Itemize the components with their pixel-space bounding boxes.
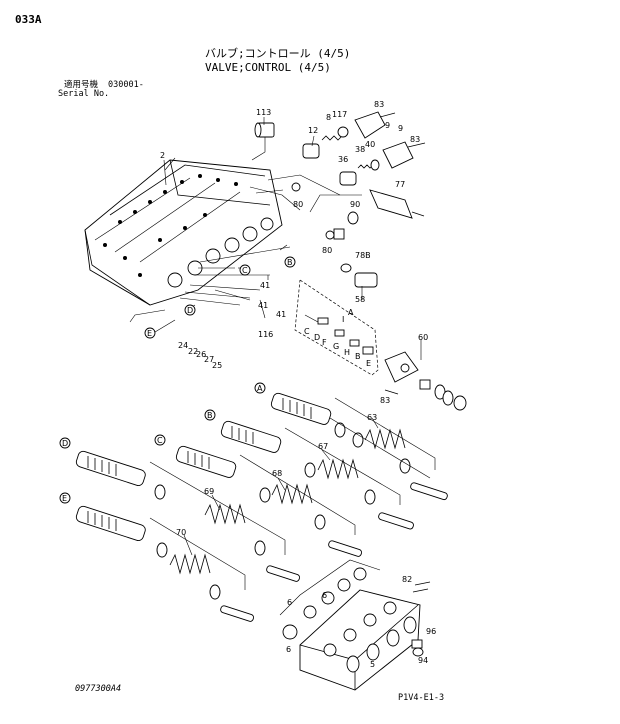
serial-from: 030001- [108, 80, 144, 90]
callout-label: C [242, 266, 248, 275]
part-label: 117 [332, 110, 347, 119]
part-label: 5 [370, 660, 375, 669]
part-label: 83 [410, 135, 420, 144]
callout-label: B [355, 352, 361, 361]
callout-label: I [342, 315, 344, 324]
part-label: 22 [188, 347, 198, 356]
part-label: 96 [426, 627, 436, 636]
part-label: 41 [276, 310, 286, 319]
serial-label: Serial No. [58, 89, 110, 99]
callout-label: D [314, 333, 320, 342]
part-label: 58 [355, 295, 365, 304]
part-label: 41 [260, 281, 270, 290]
callout-label: F [322, 338, 327, 347]
part-label: 8 [326, 113, 331, 122]
part-label: 113 [256, 108, 271, 117]
callout-label: C [157, 436, 163, 445]
part-label: 116 [258, 330, 273, 339]
part-label: 40 [365, 140, 375, 149]
footer-right-code: P1V4-E1-3 [398, 693, 445, 703]
cover-5 [279, 559, 431, 691]
part-label: 27 [204, 355, 214, 364]
callout-label: B [287, 258, 293, 267]
part-label: 77 [395, 180, 405, 189]
part-label: 6 [322, 591, 327, 600]
page-code: 033A [15, 13, 42, 26]
valve-body-2 [84, 157, 283, 306]
part-label: 83 [374, 100, 384, 109]
part-label: 80 [293, 200, 303, 209]
part-label: 6 [286, 645, 291, 654]
part-label: 26 [196, 350, 206, 359]
part-label: 12 [308, 126, 318, 135]
callout-label: E [147, 329, 152, 338]
part-label: 25 [212, 361, 222, 370]
callout-label: A [257, 384, 263, 393]
part-label: 6 [287, 598, 292, 607]
callout-label: E [366, 359, 371, 368]
part-label: 69 [204, 487, 214, 496]
part-label: 9 [398, 124, 403, 133]
part-label: 36 [338, 155, 348, 164]
part-label: 24 [178, 341, 188, 350]
callout-label: G [333, 342, 339, 351]
part-label: 41 [258, 301, 268, 310]
callout-label: E [62, 494, 67, 503]
callout-label: D [187, 306, 193, 315]
part-label: 78B [355, 251, 371, 260]
part-label: 63 [367, 413, 377, 422]
callout-label: B [207, 411, 213, 420]
part-label: 82 [402, 575, 412, 584]
callout-label: A [348, 308, 354, 317]
callout-label: C [304, 327, 310, 336]
footer-left-code: 0977300A4 [75, 684, 122, 694]
part-label: 70 [176, 528, 186, 537]
part-label: 38 [355, 145, 365, 154]
part-label: 83 [380, 396, 390, 405]
part-label: 2 [160, 151, 165, 160]
part-label: 90 [350, 200, 360, 209]
part-label: 67 [318, 442, 328, 451]
part-label: 68 [272, 469, 282, 478]
applicable-label: 適用号機 [64, 80, 99, 90]
part-label: 9 [385, 121, 390, 130]
title-japanese: バルブ;コントロール (4/5) [205, 47, 351, 60]
part-label: 94 [418, 656, 428, 665]
callout-label: D [62, 439, 68, 448]
part-label: 60 [418, 333, 428, 342]
callout-label: H [344, 348, 350, 357]
part-label: 80 [322, 246, 332, 255]
title-english: VALVE;CONTROL (4/5) [205, 61, 331, 74]
